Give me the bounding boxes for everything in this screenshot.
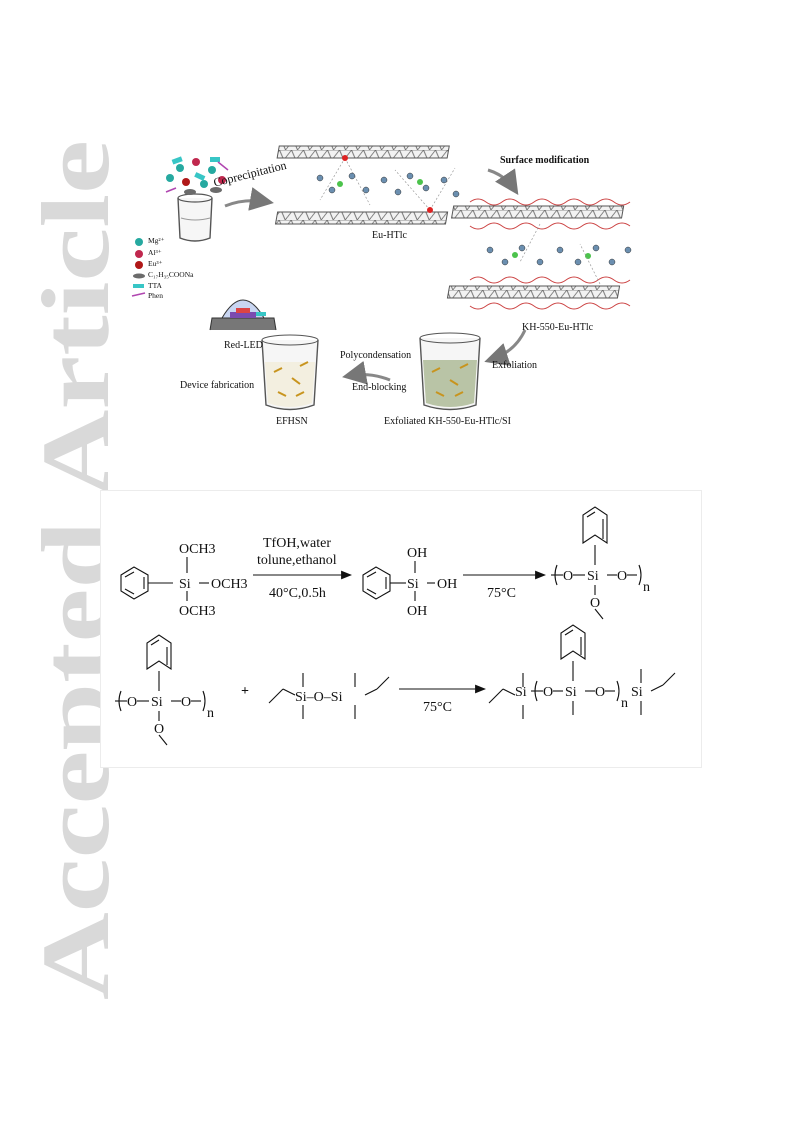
legend-eu-icon: [135, 261, 143, 269]
legend-stearate-icon: [133, 273, 145, 279]
legend-label-eu: Eu³⁺: [148, 259, 163, 268]
red-led-icon: [209, 299, 277, 331]
kh550-eu-htlc-structure: [446, 198, 632, 310]
legend-al-icon: [135, 250, 143, 258]
plus-sign: +: [241, 684, 249, 699]
label-eu-htlc: Eu-HTlc: [372, 230, 407, 241]
product-o-1: O: [543, 685, 553, 700]
label-kh550-eu-htlc: KH-550-Eu-HTlc: [522, 322, 594, 333]
legend-mg-icon: [135, 238, 143, 246]
intermediate-oh-right: OH: [437, 577, 457, 592]
condition-3: 40°C,0.5h: [269, 586, 326, 601]
process-arrows: [224, 168, 527, 385]
polymer-o-side: O: [590, 596, 600, 611]
benzene-ring-polymer: [582, 506, 608, 545]
benzene-ring-reactant: [120, 566, 149, 600]
benzene-ring-polymer-2: [146, 634, 172, 671]
product-si-right: Si: [631, 685, 643, 700]
disiloxane-formula: Si–O–Si: [295, 690, 343, 705]
product-si-center: Si: [565, 685, 577, 700]
condition-2: tolune,ethanol: [257, 553, 337, 568]
row2-o-2: O: [181, 695, 191, 710]
ion-cluster: [165, 156, 229, 195]
efhsn-beaker-icon: [261, 334, 319, 411]
temperature-1: 75°C: [487, 586, 516, 601]
label-device-fabrication: Device fabrication: [180, 380, 255, 391]
polymer-o-1: O: [563, 569, 573, 584]
reactant-och3-top: OCH3: [179, 542, 216, 557]
figure-2-reaction-scheme: Si OCH3 OCH3 OCH3 TfOH,water tolune,etha…: [100, 490, 702, 768]
intermediate-si: Si: [407, 577, 419, 592]
row2-o-1: O: [127, 695, 137, 710]
figure-1-scheme: [131, 145, 632, 411]
temperature-2: 75°C: [423, 700, 452, 715]
product-o-2: O: [595, 685, 605, 700]
row2-si: Si: [151, 695, 163, 710]
reactant-och3-bottom: OCH3: [179, 604, 216, 619]
legend: [131, 238, 146, 297]
label-surface-modification: Surface modification: [500, 155, 590, 166]
benzene-ring-product: [560, 624, 586, 661]
label-red-led: Red-LED: [224, 340, 263, 351]
legend-phen-icon: [131, 292, 146, 297]
product-n: n: [621, 696, 628, 711]
label-end-blocking: End-blocking: [352, 382, 407, 393]
legend-label-tta: TTA: [148, 281, 162, 290]
legend-label-al: Al³⁺: [148, 248, 162, 257]
polymer-si: Si: [587, 569, 599, 584]
condition-1: TfOH,water: [263, 536, 331, 551]
benzene-ring-silanetriol: [362, 566, 391, 600]
polymer-n: n: [643, 580, 650, 595]
reactant-si: Si: [179, 577, 191, 592]
row2-n: n: [207, 706, 214, 721]
polymer-o-2: O: [617, 569, 627, 584]
legend-tta-icon: [133, 284, 144, 288]
intermediate-oh-top: OH: [407, 546, 427, 561]
legend-label-phen: Phen: [148, 291, 163, 300]
label-exfoliation: Exfoliation: [492, 360, 537, 371]
reactant-och3-right: OCH3: [211, 577, 248, 592]
label-efhsn: EFHSN: [276, 416, 308, 427]
reaction-scheme-svg: Si OCH3 OCH3 OCH3 TfOH,water tolune,etha…: [115, 506, 676, 746]
legend-label-mg: Mg²⁺: [148, 236, 165, 245]
row2-o-side: O: [154, 722, 164, 737]
legend-label-stearate: C₁₇H₃₅COONa: [148, 270, 194, 279]
label-polycondensation: Polycondensation: [340, 350, 412, 361]
eu-htlc-structure: [274, 145, 460, 225]
intermediate-oh-bottom: OH: [407, 604, 427, 619]
beaker-icon: [177, 193, 213, 242]
exfoliated-beaker-icon: [419, 332, 481, 411]
product-si-left: Si: [515, 685, 527, 700]
label-exfoliated: Exfoliated KH-550-Eu-HTlc/SI: [384, 416, 511, 427]
